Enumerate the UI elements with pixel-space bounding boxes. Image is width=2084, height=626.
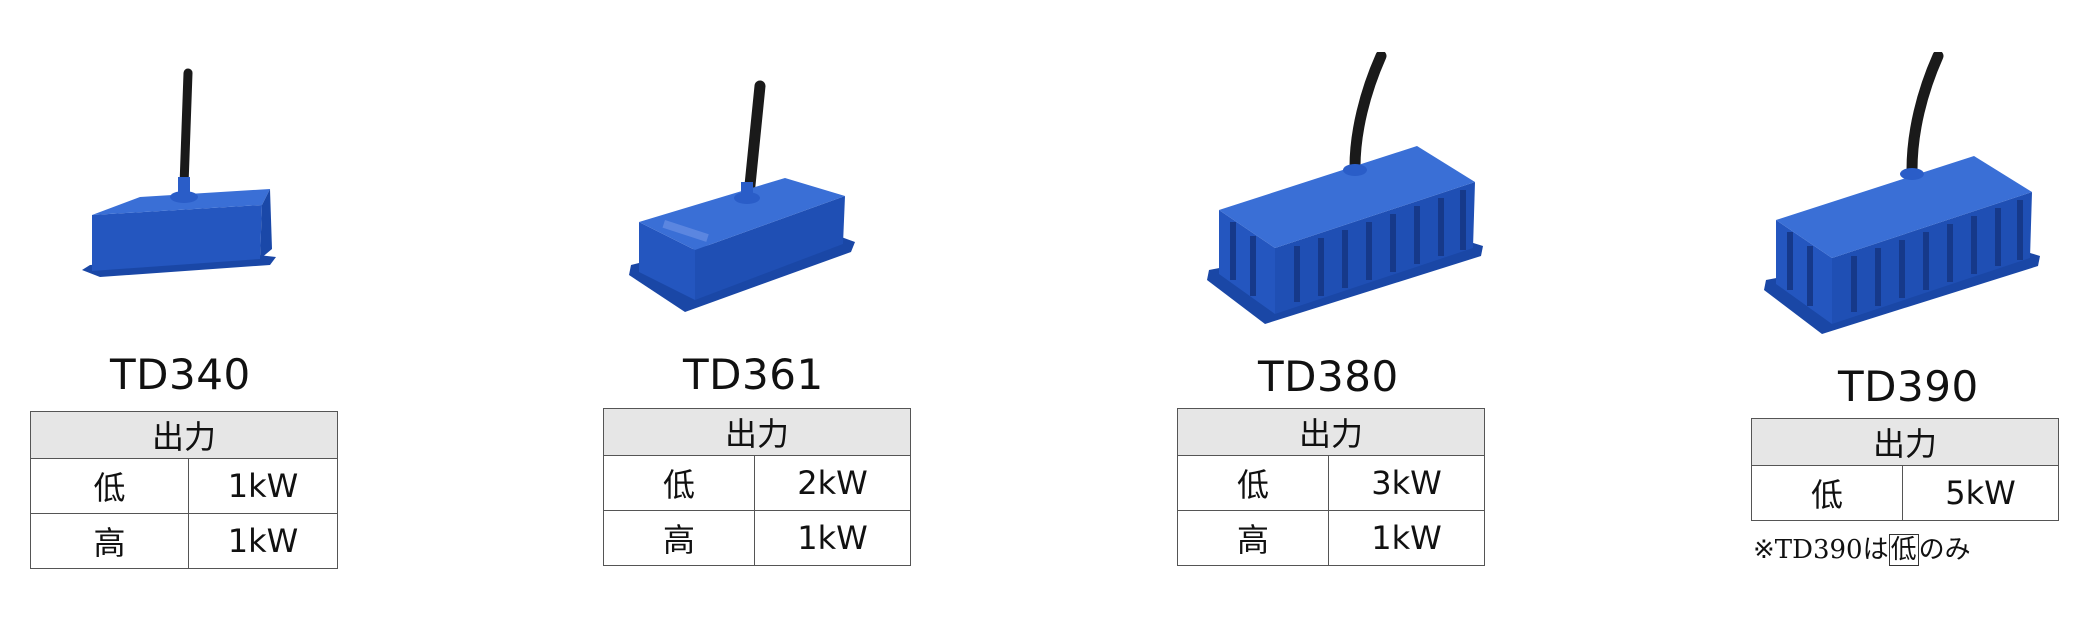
note-prefix: ※TD390は [1753,535,1889,565]
model-name: TD380 [1258,352,1399,401]
row-value-low: 2kW [754,455,911,511]
model-name: TD390 [1838,362,1979,411]
output-spec-table: 出力 低 5kW [1751,418,2059,521]
output-header: 出力 [603,408,911,456]
row-label-low: 低 [603,455,755,511]
note-boxed-char: 低 [1888,534,1919,566]
row-value-high: 1kW [754,510,911,566]
td390-transducer-image [1764,52,2040,334]
row-label-low: 低 [1177,455,1329,511]
model-name: TD361 [683,350,824,399]
row-value-high: 1kW [1328,510,1485,566]
td390-note: ※TD390は低のみ [1753,529,1971,566]
note-suffix: のみ [1918,535,1971,565]
td340-transducer-image [82,68,276,277]
row-value-low: 1kW [188,458,338,514]
output-header: 出力 [1177,408,1485,456]
row-label-high: 高 [30,513,189,569]
row-value-high: 1kW [188,513,338,569]
row-label-high: 高 [1177,510,1329,566]
td380-transducer-image [1207,52,1483,324]
output-header: 出力 [1751,418,2059,466]
row-label-low: 低 [30,458,189,514]
row-value-low: 5kW [1902,465,2059,521]
output-spec-table: 出力 低 2kW 高 1kW [603,408,911,566]
output-spec-table: 出力 低 1kW 高 1kW [30,411,338,569]
td361-transducer-image [629,80,855,312]
output-spec-table: 出力 低 3kW 高 1kW [1177,408,1485,566]
model-name: TD340 [110,350,251,399]
row-label-high: 高 [603,510,755,566]
row-label-low: 低 [1751,465,1903,521]
output-header: 出力 [30,411,338,459]
row-value-low: 3kW [1328,455,1485,511]
